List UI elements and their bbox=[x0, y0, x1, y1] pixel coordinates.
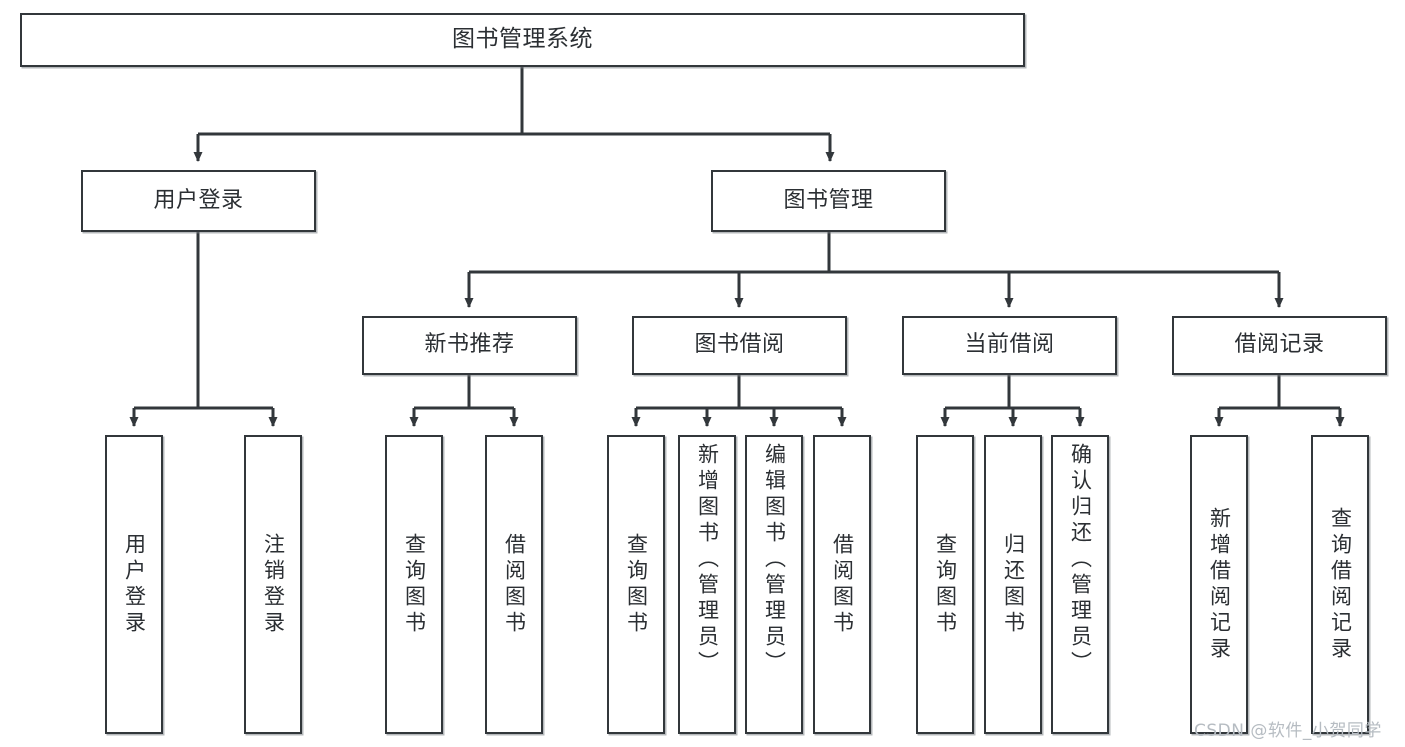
node-leaf-return-book[interactable]: 归还图书 bbox=[984, 435, 1042, 734]
node-leaf-query-book-2[interactable]: 查询图书 bbox=[607, 435, 665, 734]
node-current-borrow[interactable]: 当前借阅 bbox=[902, 316, 1117, 375]
node-label: 新书推荐 bbox=[424, 332, 515, 358]
node-label: 图书管理 bbox=[783, 187, 874, 213]
node-leaf-borrow-book-1[interactable]: 借阅图书 bbox=[485, 435, 543, 734]
node-label: 查询借阅记录 bbox=[1328, 506, 1353, 663]
node-leaf-query-book-1[interactable]: 查询图书 bbox=[385, 435, 443, 734]
node-label: 图书借阅 bbox=[694, 332, 785, 358]
node-leaf-borrow-book-2[interactable]: 借阅图书 bbox=[813, 435, 871, 734]
node-label: 编辑图书（管理员） bbox=[762, 443, 787, 677]
node-label: 确认归还（管理员） bbox=[1068, 443, 1093, 677]
node-leaf-user-login[interactable]: 用户登录 bbox=[105, 435, 163, 734]
node-leaf-user-logout[interactable]: 注销登录 bbox=[244, 435, 302, 734]
node-label: 新增图书（管理员） bbox=[695, 443, 720, 677]
node-label: 借阅图书 bbox=[830, 532, 855, 637]
node-label: 借阅图书 bbox=[502, 532, 527, 637]
node-leaf-query-book-3[interactable]: 查询图书 bbox=[916, 435, 974, 734]
node-borrow-record[interactable]: 借阅记录 bbox=[1172, 316, 1387, 375]
node-label: 当前借阅 bbox=[964, 332, 1055, 358]
node-leaf-add-record[interactable]: 新增借阅记录 bbox=[1190, 435, 1248, 734]
node-label: 用户登录 bbox=[153, 187, 244, 213]
node-leaf-confirm-return[interactable]: 确认归还（管理员） bbox=[1051, 435, 1109, 734]
node-label: 新增借阅记录 bbox=[1207, 506, 1232, 663]
node-leaf-query-record[interactable]: 查询借阅记录 bbox=[1311, 435, 1369, 734]
node-leaf-edit-book[interactable]: 编辑图书（管理员） bbox=[745, 435, 803, 734]
node-label: 归还图书 bbox=[1001, 532, 1026, 637]
node-new-book-rec[interactable]: 新书推荐 bbox=[362, 316, 577, 375]
node-label: 查询图书 bbox=[402, 532, 427, 637]
node-label: 借阅记录 bbox=[1234, 332, 1325, 358]
node-leaf-add-book[interactable]: 新增图书（管理员） bbox=[678, 435, 736, 734]
csdn-watermark: CSDN @软件_小贺同学 bbox=[1194, 721, 1382, 741]
node-label: 查询图书 bbox=[933, 532, 958, 637]
node-label: 注销登录 bbox=[261, 532, 286, 637]
node-label: 图书管理系统 bbox=[452, 26, 593, 53]
node-user-login[interactable]: 用户登录 bbox=[81, 170, 316, 232]
node-root-system[interactable]: 图书管理系统 bbox=[20, 13, 1025, 67]
node-label: 查询图书 bbox=[624, 532, 649, 637]
node-book-manage[interactable]: 图书管理 bbox=[711, 170, 946, 232]
node-book-borrow[interactable]: 图书借阅 bbox=[632, 316, 847, 375]
node-label: 用户登录 bbox=[122, 532, 147, 637]
